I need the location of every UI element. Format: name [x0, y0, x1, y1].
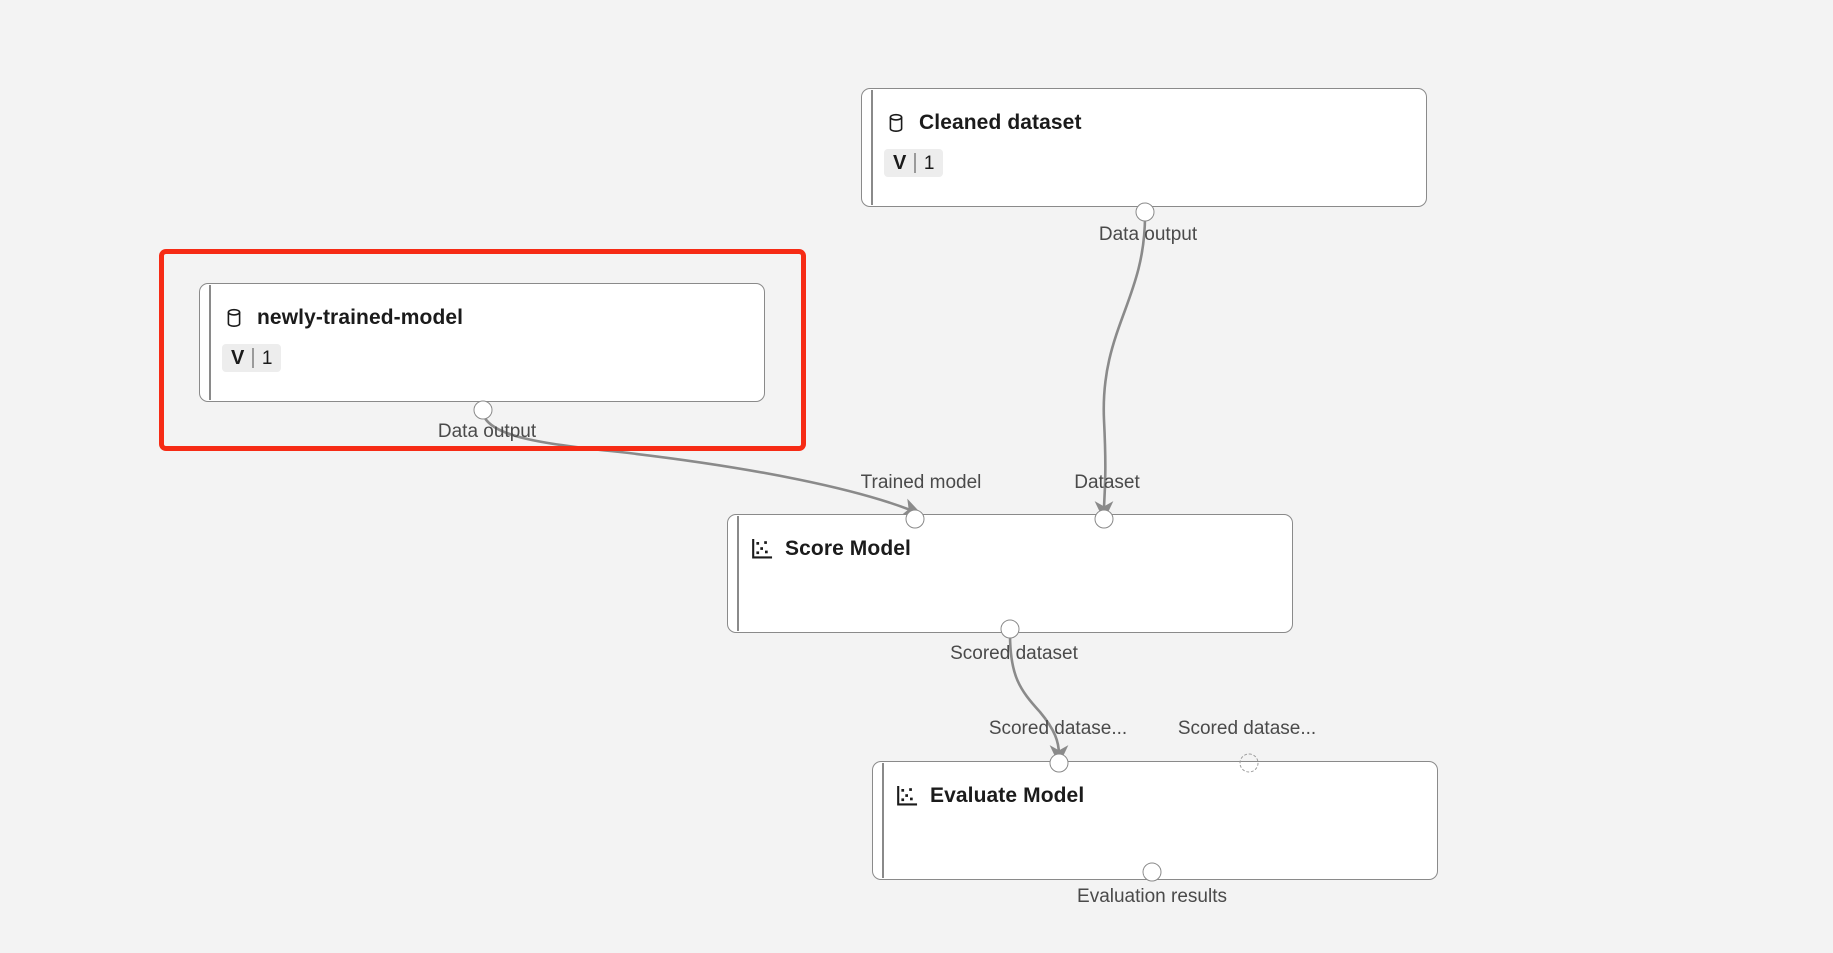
node-accent-bar	[882, 763, 884, 878]
node-accent-bar	[209, 285, 211, 400]
scatter-plot-icon	[750, 537, 774, 561]
version-label: V	[231, 347, 245, 369]
port-label-evaluate-model-in-1: Scored datase...	[988, 718, 1128, 739]
port-evaluate-model-in-1[interactable]	[1049, 753, 1069, 773]
port-label-evaluate-model-in-2: Scored datase...	[1177, 718, 1317, 739]
port-label-cleaned-dataset-out: Data output	[1098, 224, 1198, 245]
scatter-plot-icon	[895, 784, 919, 808]
port-score-model-out[interactable]	[1000, 619, 1020, 639]
node-header: Cleaned dataset	[884, 89, 1416, 135]
node-accent-bar	[871, 90, 873, 205]
database-icon	[884, 111, 908, 135]
port-score-model-in-dataset[interactable]	[1094, 509, 1114, 529]
node-body: Score Model	[750, 515, 1282, 632]
port-label-newly-trained-model-out: Data output	[437, 421, 537, 442]
port-cleaned-dataset-out[interactable]	[1135, 202, 1155, 222]
database-icon	[222, 306, 246, 330]
version-value: 1	[923, 152, 935, 174]
node-title: Evaluate Model	[930, 784, 1085, 807]
version-separator	[252, 348, 254, 368]
node-body: Evaluate Model	[895, 762, 1427, 879]
node-accent-bar	[737, 516, 739, 631]
port-evaluate-model-in-2[interactable]	[1239, 753, 1259, 773]
port-newly-trained-model-out[interactable]	[473, 400, 493, 420]
node-header: newly-trained-model	[222, 284, 754, 330]
port-label-score-model-in-dataset: Dataset	[1074, 472, 1140, 493]
node-title: Cleaned dataset	[919, 111, 1082, 134]
node-header: Score Model	[750, 515, 1282, 561]
version-separator	[914, 153, 916, 173]
node-evaluate-model[interactable]: Evaluate Model	[872, 761, 1438, 880]
port-label-evaluate-model-out: Evaluation results	[1077, 886, 1227, 907]
node-title: Score Model	[785, 537, 911, 560]
node-title: newly-trained-model	[257, 306, 464, 329]
node-header: Evaluate Model	[895, 762, 1427, 808]
edge-cleaned-to-dataset[interactable]	[1094, 214, 1147, 521]
version-value: 1	[261, 347, 273, 369]
port-evaluate-model-out[interactable]	[1142, 862, 1162, 882]
port-score-model-in-trained-model[interactable]	[905, 509, 925, 529]
port-label-score-model-out: Scored dataset	[950, 643, 1078, 664]
port-label-score-model-in-trained-model: Trained model	[860, 472, 982, 493]
node-score-model[interactable]: Score Model	[727, 514, 1293, 633]
version-label: V	[893, 152, 907, 174]
